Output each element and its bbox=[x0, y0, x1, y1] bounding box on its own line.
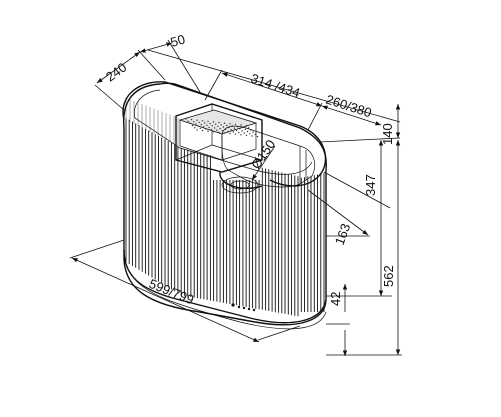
grille-hole bbox=[195, 123, 197, 125]
grille-hole bbox=[196, 119, 198, 121]
dim-163: 163 bbox=[332, 222, 354, 248]
grille-hole bbox=[256, 135, 259, 138]
grille-hole bbox=[187, 120, 189, 122]
grille-hole bbox=[209, 122, 211, 125]
grille-hole bbox=[235, 129, 238, 132]
grille-hole bbox=[194, 127, 196, 129]
grille-hole bbox=[204, 122, 206, 124]
grille-hole bbox=[222, 126, 225, 128]
grille-hole bbox=[205, 128, 207, 130]
grille-hole bbox=[245, 124, 248, 127]
grille-hole bbox=[240, 124, 242, 126]
grille-hole bbox=[229, 123, 231, 125]
grille-hole bbox=[196, 129, 198, 131]
dim-260-380: 260/380 bbox=[324, 92, 373, 121]
grille-hole bbox=[213, 127, 216, 129]
grille-hole bbox=[202, 126, 205, 128]
grille-hole bbox=[221, 130, 223, 132]
grille-hole bbox=[190, 118, 193, 121]
dim-50: 50 bbox=[169, 31, 187, 49]
grille-hole bbox=[218, 121, 220, 124]
grille-hole bbox=[241, 130, 243, 132]
dimension-lines bbox=[69, 39, 402, 356]
grille-hole bbox=[207, 130, 209, 132]
dim-140: 140 bbox=[380, 123, 395, 145]
grille-hole bbox=[215, 123, 217, 125]
dim-347: 347 bbox=[363, 174, 378, 196]
dim-562: 562 bbox=[381, 265, 396, 287]
grille-hole bbox=[197, 125, 199, 127]
grille-hole bbox=[244, 128, 247, 131]
grille-hole bbox=[223, 122, 226, 124]
dim-314-434: 314 /434 bbox=[249, 71, 302, 101]
grille-hole bbox=[245, 134, 248, 137]
grille-hole bbox=[210, 128, 212, 131]
grille-hole bbox=[227, 130, 229, 133]
grille-hole bbox=[207, 120, 209, 123]
grille-hole bbox=[189, 122, 192, 125]
grille-hole bbox=[226, 124, 228, 127]
grille-hole bbox=[219, 127, 221, 130]
grille-hole bbox=[220, 124, 222, 126]
grille-hole bbox=[252, 131, 254, 133]
grille-hole bbox=[240, 134, 242, 136]
chimney-opening bbox=[175, 103, 263, 194]
grille-hole bbox=[223, 132, 226, 134]
grille-hole bbox=[216, 129, 218, 131]
top-oval-outline bbox=[122, 82, 327, 326]
grille-hole bbox=[206, 124, 208, 126]
grille-hole bbox=[229, 132, 231, 135]
grille-hole bbox=[232, 131, 234, 133]
grille-hole bbox=[191, 124, 194, 127]
grille-hole bbox=[198, 121, 200, 124]
grille-hole bbox=[234, 133, 237, 135]
grille-hole bbox=[251, 135, 253, 137]
grille-filter bbox=[178, 109, 259, 161]
grille-hole bbox=[218, 131, 220, 134]
grille-hole bbox=[217, 125, 219, 128]
dim-42: 42 bbox=[328, 292, 343, 306]
grille-hole bbox=[212, 121, 215, 123]
grille-hole bbox=[201, 129, 204, 132]
inner-rim bbox=[134, 89, 313, 175]
grille-hole bbox=[249, 133, 251, 135]
grille-hole bbox=[246, 130, 249, 133]
grille-hole bbox=[248, 127, 250, 129]
grille-hole bbox=[239, 128, 241, 130]
grille-hole bbox=[233, 127, 236, 129]
grille-hole bbox=[185, 118, 187, 120]
grille-hole bbox=[193, 121, 195, 123]
grille-hole bbox=[199, 127, 201, 130]
grille-hole bbox=[238, 131, 240, 134]
grille-hole bbox=[200, 123, 203, 126]
dim-240: 240 bbox=[103, 60, 129, 85]
grille-hole bbox=[230, 129, 232, 131]
grille-hole bbox=[234, 123, 237, 126]
grille-hole bbox=[211, 125, 214, 127]
grille-hole bbox=[208, 126, 210, 129]
dim-diameter-150: Ø150 bbox=[248, 137, 278, 172]
grille-hole bbox=[243, 132, 245, 134]
grille-hole bbox=[212, 131, 215, 133]
grille-hole bbox=[201, 120, 204, 122]
